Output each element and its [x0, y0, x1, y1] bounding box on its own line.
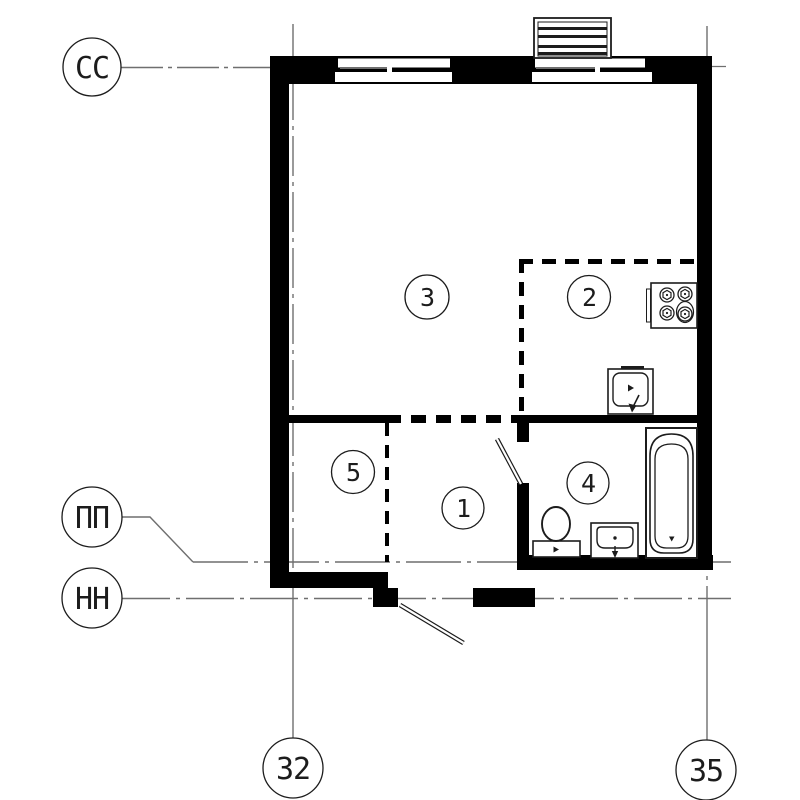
bathtub-drain-mark — [669, 536, 675, 542]
stove-burner — [677, 286, 693, 302]
wall-bath-lower — [517, 483, 529, 558]
window-right-axis-gap — [595, 67, 600, 72]
room-label-circle — [330, 449, 376, 495]
room-label-text: 1 — [456, 494, 470, 523]
axis-marker-text: 32 — [276, 752, 310, 787]
axis-marker-text: 35 — [689, 754, 723, 789]
sink-tab — [621, 366, 644, 369]
dashed-partitions — [385, 259, 697, 562]
room-label-text: 2 — [582, 283, 596, 312]
stove-burner — [659, 305, 675, 321]
bathtub-inner-rim — [654, 443, 689, 549]
stove-handle — [646, 288, 651, 323]
ac-unit-bar — [538, 52, 607, 55]
axis-marker-circle — [61, 567, 123, 629]
axis-marker-text: НН — [75, 582, 109, 617]
axis-marker-circle — [675, 739, 737, 800]
window-left-inner-slot — [335, 72, 452, 82]
ac-unit-bar — [538, 35, 607, 38]
wall-entry-jamb-right — [473, 588, 535, 607]
room-label-circle — [441, 486, 485, 530]
washbasin-bowl — [596, 526, 634, 549]
stove-burner — [659, 287, 675, 303]
axis-marker-35: 35 — [675, 739, 737, 800]
sink-drain-arrow-head — [628, 403, 637, 413]
room-label-2: 2 — [566, 274, 612, 320]
wall-mid-left — [289, 415, 386, 423]
window-left-outer-slot — [338, 58, 450, 68]
room-label-circle — [404, 274, 450, 320]
sink-faucet-mark — [628, 384, 634, 392]
room-label-circle — [566, 274, 612, 320]
washbasin-icon — [590, 522, 639, 559]
axis-marker-text: ПП — [75, 501, 109, 536]
ac-unit-icon — [533, 17, 612, 59]
axis-marker-cc: СС — [62, 37, 122, 97]
room-label-5: 5 — [330, 449, 376, 495]
room-label-circle — [566, 461, 610, 505]
stove-icon — [646, 282, 698, 329]
wall-entry-jamb-left — [373, 588, 398, 607]
entry-door-leaf — [398, 603, 465, 645]
axis-marker-text: СС — [75, 51, 109, 86]
room-label-1: 1 — [441, 486, 485, 530]
room-label-text: 4 — [581, 469, 595, 498]
ac-unit-bar — [538, 45, 607, 48]
windows — [335, 58, 652, 82]
stove-burner — [677, 306, 693, 322]
axis-marker-circle — [262, 737, 324, 799]
window-right-outer-slot — [535, 58, 645, 68]
toilet-flush-mark — [553, 546, 559, 553]
wall-left — [270, 56, 289, 588]
bathroom-door-leaf — [494, 437, 524, 486]
axis-marker-circle — [62, 37, 122, 97]
washbasin-faucet-dot — [613, 536, 617, 540]
axis-marker-nn: НН — [61, 567, 123, 629]
room-label-text: 5 — [346, 458, 360, 487]
window-left-axis-gap — [387, 67, 392, 72]
bathtub-outer-rim — [649, 433, 694, 554]
axis-leader-pp — [121, 516, 194, 563]
toilet-icon — [532, 506, 581, 558]
ac-unit-bar — [538, 27, 607, 30]
axis-marker-32: 32 — [262, 737, 324, 799]
room-label-3: 3 — [404, 274, 450, 320]
wall-bottom-left — [270, 572, 388, 588]
wall-mid-right — [517, 415, 697, 423]
ac-unit-inner — [537, 21, 608, 57]
wall-bath-upper — [517, 415, 529, 442]
wall-right — [697, 62, 712, 570]
window-right-inner-slot — [532, 72, 652, 82]
room-label-4: 4 — [566, 461, 610, 505]
axis-marker-circle — [61, 486, 123, 548]
kitchen-sink-icon — [607, 366, 654, 415]
axis-marker-pp: ПП — [61, 486, 123, 548]
toilet-bowl — [541, 506, 571, 542]
bathtub-icon — [645, 427, 698, 559]
washbasin-drain-arrow — [611, 551, 619, 558]
room-label-text: 3 — [420, 283, 434, 312]
